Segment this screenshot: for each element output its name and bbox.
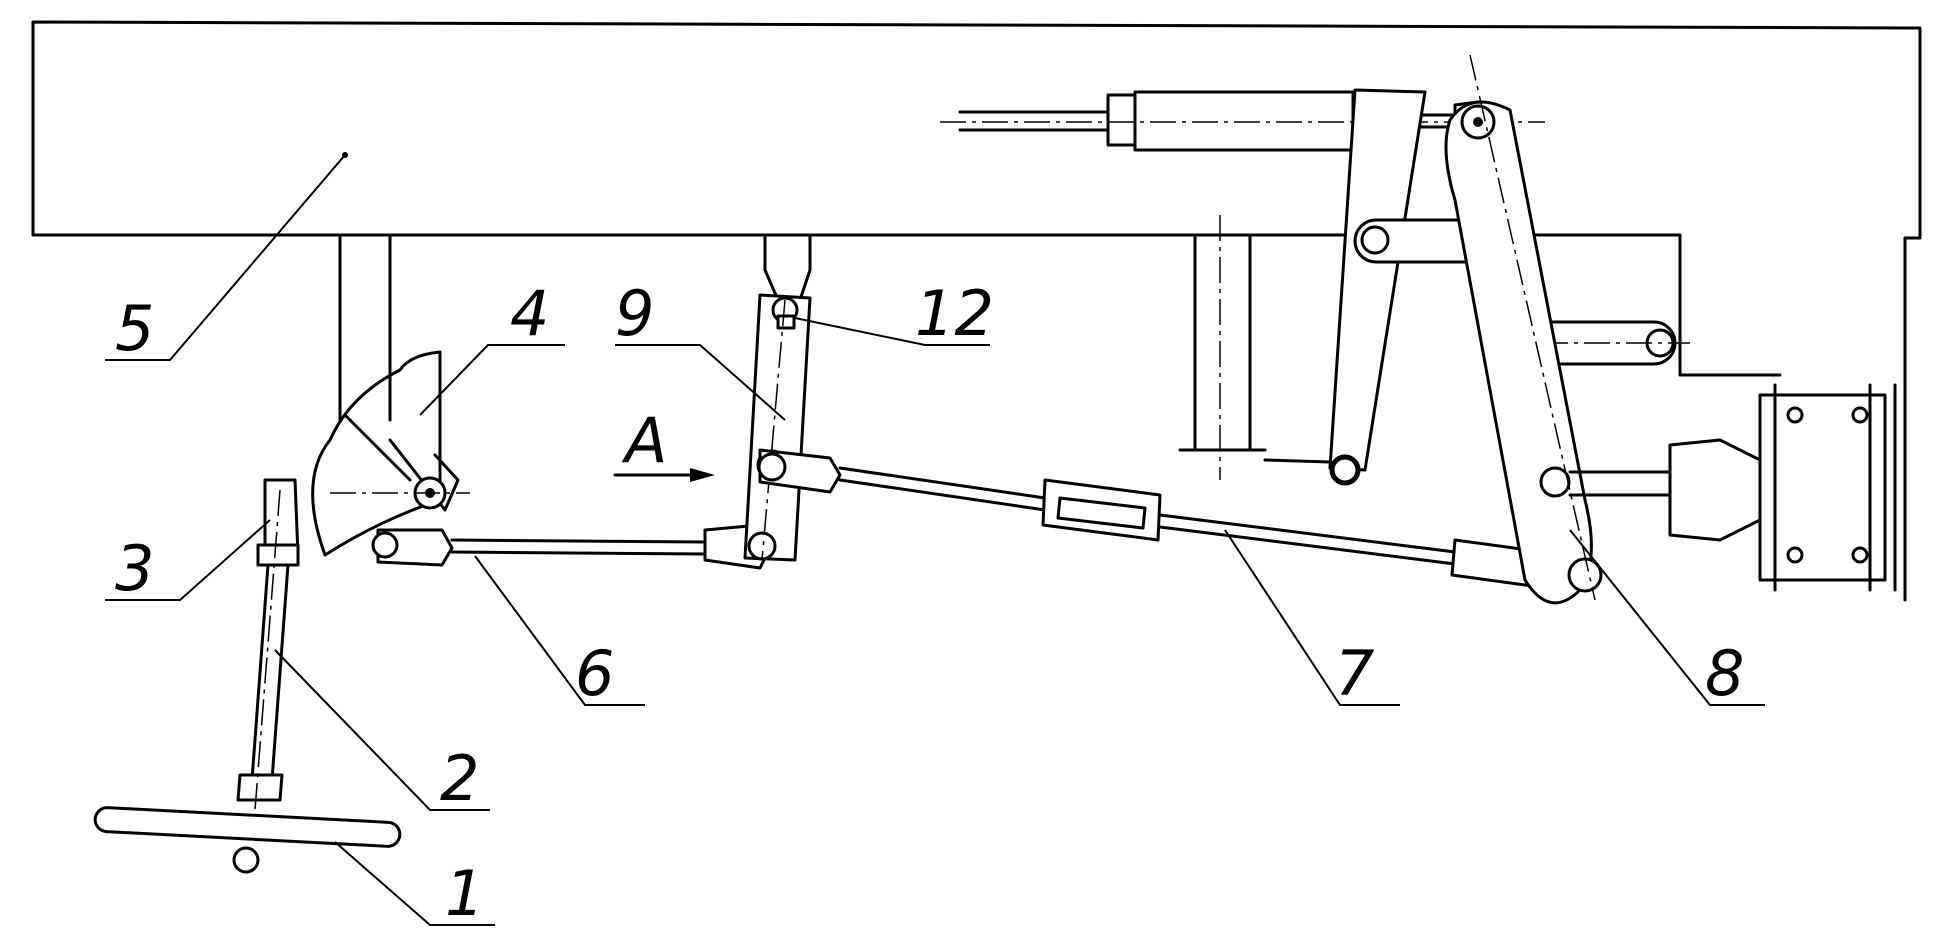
view-arrow-a: A: [613, 404, 715, 482]
sector-4: [311, 350, 470, 557]
label-3: 3: [115, 532, 154, 605]
label-9: 9: [615, 277, 654, 350]
label-12: 12: [915, 277, 994, 350]
view-label-a: A: [621, 404, 667, 477]
label-7: 7: [1335, 637, 1374, 710]
label-6: 6: [575, 637, 614, 710]
joint-3: [256, 478, 300, 567]
bracket: [1178, 215, 1359, 484]
label-4: 4: [510, 277, 549, 350]
label-1: 1: [445, 857, 484, 930]
label-8: 8: [1705, 637, 1744, 710]
rod-7: [757, 448, 1567, 592]
lever-8: [1444, 54, 1603, 605]
label-5: 5: [115, 292, 154, 365]
handle-1: [93, 806, 402, 874]
lever-9: [743, 233, 812, 562]
shaft-2: [236, 489, 290, 811]
callouts: 5 4 9 12 3 2 1 6 7 8: [105, 152, 1765, 930]
actuator-right: [1568, 383, 1897, 592]
label-2: 2: [440, 742, 479, 815]
frame-body: [31, 20, 1922, 602]
rod-6: [371, 523, 777, 570]
